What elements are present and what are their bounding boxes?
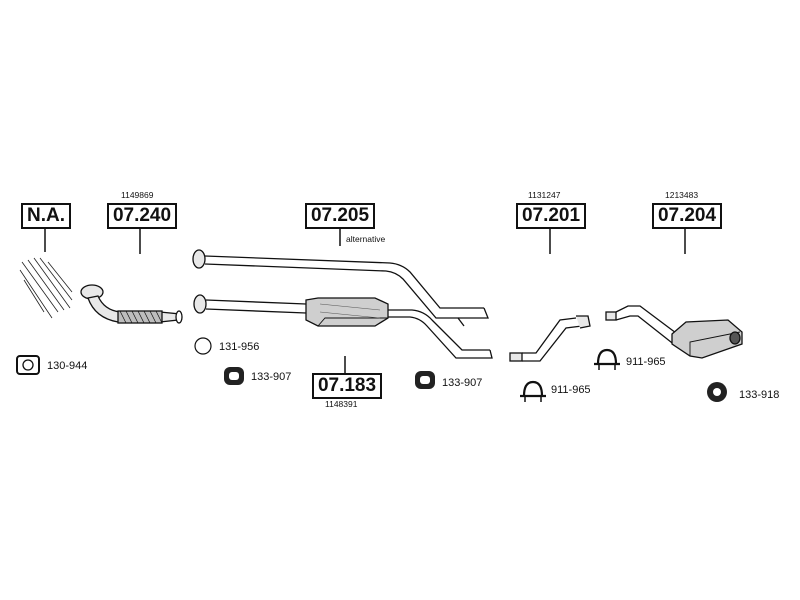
rubber-ring-133-918-icon xyxy=(707,382,727,402)
part-label-911-965-a: 911-965 xyxy=(551,384,591,396)
part-label-133-907-b: 133-907 xyxy=(442,377,483,389)
callout-07-204-ref: 1213483 xyxy=(665,190,699,200)
callout-07-240-code: 07.240 xyxy=(107,203,177,229)
rubber-mount-133-907-b-icon xyxy=(415,371,435,389)
rubber-mount-133-907-a-icon xyxy=(224,367,244,385)
pipe-07-205 xyxy=(192,249,489,327)
rear-silencer-07-204 xyxy=(605,305,743,359)
callout-07-204-code: 07.204 xyxy=(652,203,722,229)
part-label-133-907-a: 133-907 xyxy=(251,371,292,383)
front-pipe-07-240 xyxy=(80,284,183,324)
pipe-07-201 xyxy=(509,315,591,362)
callout-na-code: N.A. xyxy=(21,203,71,229)
part-label-911-965-b: 911-965 xyxy=(626,356,666,368)
gasket-130-944-icon xyxy=(16,355,40,375)
callout-07-205-code: 07.205 xyxy=(305,203,375,229)
clamp-911-965-b-icon xyxy=(594,348,620,370)
callout-07-183-code: 07.183 xyxy=(312,373,382,399)
callout-07-183-ref: 1148391 xyxy=(325,399,358,409)
part-label-130-944: 130-944 xyxy=(47,360,88,372)
callout-07-240-ref: 1149869 xyxy=(121,190,154,200)
part-label-131-956: 131-956 xyxy=(219,341,260,353)
callout-07-205-note: alternative xyxy=(346,234,386,244)
part-label-133-918: 133-918 xyxy=(739,389,780,401)
clamp-911-965-a-icon xyxy=(520,380,546,402)
callout-07-201-ref: 1131247 xyxy=(528,190,561,200)
middle-pipe-07-183 xyxy=(193,294,493,359)
na-gasket-drawing xyxy=(19,257,73,319)
ring-131-956-icon xyxy=(194,337,212,355)
callout-07-201-code: 07.201 xyxy=(516,203,586,229)
